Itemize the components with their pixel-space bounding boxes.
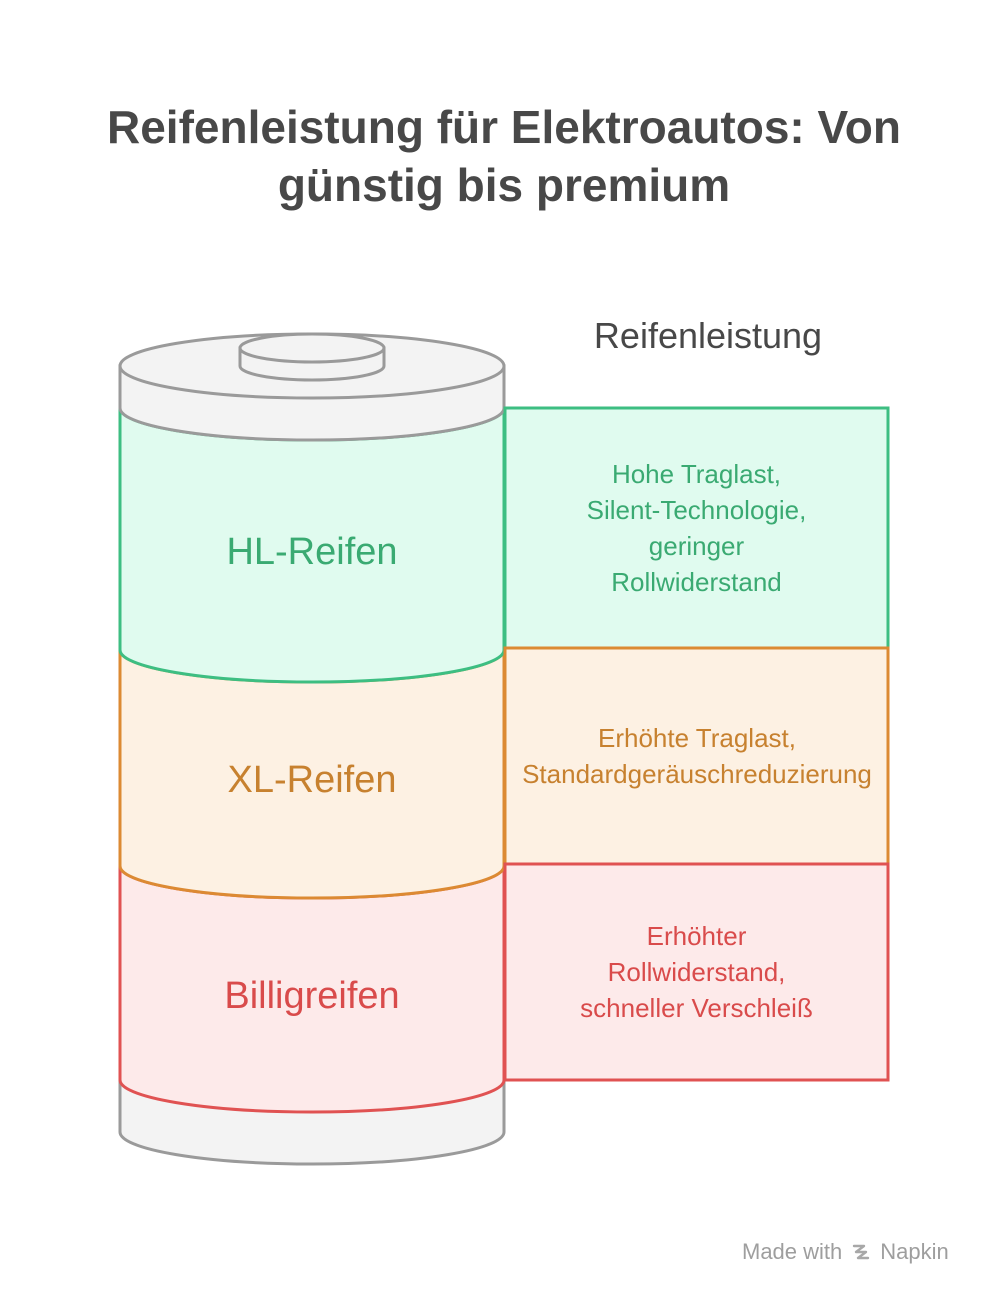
description-line: Rollwiderstand — [611, 567, 782, 597]
column-header: Reifenleistung — [593, 315, 823, 356]
description-box-xl-reifen — [503, 646, 890, 866]
description-line: Hohe Traglast, — [611, 459, 782, 489]
description-hl-reifen: Hohe Traglast, Silent-Technologie, gerin… — [505, 408, 888, 648]
description-line: Erhöhter — [646, 921, 747, 951]
description-line: Rollwiderstand, — [607, 957, 786, 987]
description-line: Erhöhte Traglast, — [597, 723, 796, 753]
description-xl-reifen: Erhöhte Traglast, Standardgeräuschreduzi… — [497, 648, 897, 864]
napkin-logo-icon — [853, 1244, 870, 1260]
description-line: geringer — [648, 531, 745, 561]
title-line-2: günstig bis premium — [277, 159, 731, 211]
napkin-watermark: Made with Napkin — [742, 1236, 949, 1268]
page-title: Reifenleistung für Elektroautos: Von gün… — [40, 98, 968, 214]
description-billigreifen: Erhöhter Rollwiderstand, schneller Versc… — [505, 864, 888, 1080]
description-line: Silent-Technologie, — [586, 495, 807, 525]
description-line: schneller Verschleiß — [580, 993, 813, 1023]
title-line-1: Reifenleistung für Elektroautos: Von — [107, 101, 901, 153]
watermark-brand: Napkin — [880, 1239, 949, 1264]
tier-label-billigreifen: Billigreifen — [224, 975, 400, 1017]
tier-label-hl-reifen: HL-Reifen — [226, 531, 398, 573]
battery-terminal-top — [238, 332, 386, 364]
watermark-prefix: Made with — [742, 1239, 843, 1264]
description-box-hl-reifen — [503, 406, 890, 650]
description-box-billigreifen — [503, 862, 890, 1082]
description-line: Standardgeräuschreduzierung — [522, 759, 872, 789]
tier-label-xl-reifen: XL-Reifen — [227, 759, 397, 801]
